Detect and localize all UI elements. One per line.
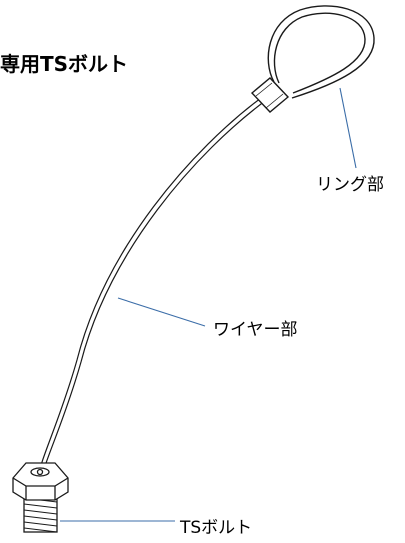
label-wire: ワイヤー部 xyxy=(213,320,298,340)
diagram-title: 専用TSボルト xyxy=(0,52,129,76)
leader-ring xyxy=(339,87,357,169)
leader-lines xyxy=(60,87,357,522)
ring-loop xyxy=(267,5,375,99)
ferrule xyxy=(250,77,290,113)
label-bolt: TSボルト xyxy=(180,518,253,538)
wire-cable xyxy=(37,94,270,479)
leader-wire xyxy=(117,297,206,327)
ts-bolt xyxy=(12,462,69,533)
label-ring: リング部 xyxy=(316,175,384,195)
